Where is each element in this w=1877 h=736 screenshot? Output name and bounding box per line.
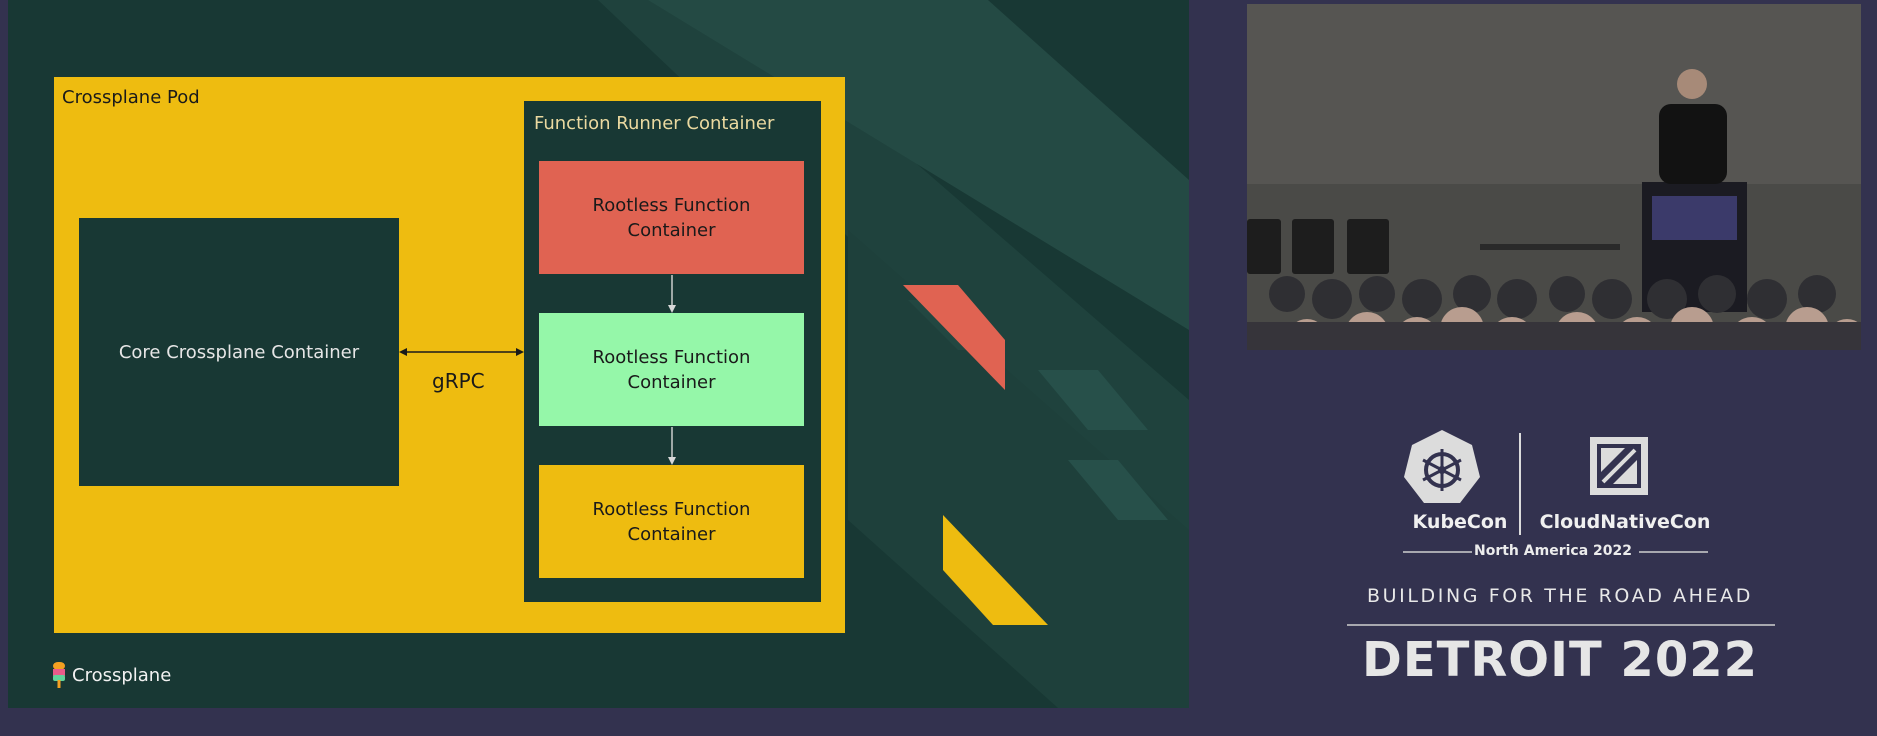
function-container-1: Rootless Function Container [539,161,804,274]
function-container-3: Rootless Function Container [539,465,804,578]
flow-arrow-1 [668,275,676,313]
flow-arrow-2 [668,427,676,465]
cncf-icon [1590,437,1648,495]
edition-label: North America 2022 [1474,543,1632,559]
pod-label: Crossplane Pod [62,87,200,108]
function-runner-container: Function Runner Container Rootless Funct… [524,101,821,602]
grpc-label: gRPC [432,369,485,393]
crossplane-logo: Crossplane [52,662,171,688]
speaker-video [1247,4,1861,350]
function-container-2: Rootless Function Container [539,313,804,426]
kubernetes-helm-icon [1404,430,1480,503]
kubecon-label: KubeCon [1412,511,1508,533]
conference-room-scene [1247,4,1861,350]
core-crossplane-container: Core Crossplane Container [79,218,399,486]
cloudnativecon-label: CloudNativeCon [1539,511,1711,533]
crossplane-popsicle-icon [53,662,65,688]
event-tagline: BUILDING FOR THE ROAD AHEAD [1366,585,1753,607]
presentation-slide: Crossplane Pod Core Crossplane Container… [8,0,1189,708]
crossplane-pod: Crossplane Pod Core Crossplane Container… [54,77,845,633]
event-branding-graphics [1347,430,1775,626]
event-city-year: DETROIT 2022 [1361,632,1759,688]
grpc-arrow [399,348,524,356]
runner-label: Function Runner Container [534,113,775,134]
logo-text: Crossplane [72,664,172,686]
